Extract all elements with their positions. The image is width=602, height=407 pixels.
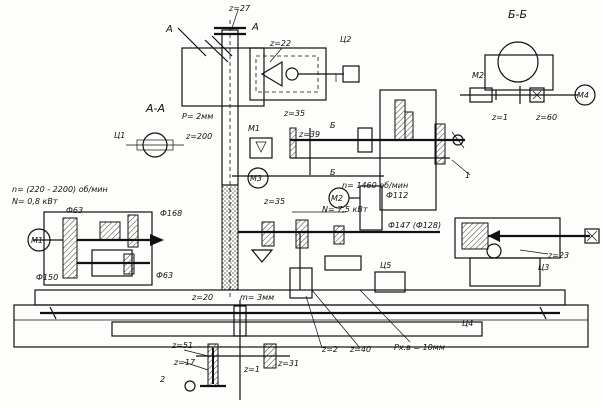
gear-z60-bb-label: z=60 <box>535 113 557 122</box>
right-power-label: N= 7,5 кВт <box>322 205 368 214</box>
motor-m1-label: М1 <box>31 236 43 245</box>
diameter-f150-label: Ф150 <box>36 273 58 282</box>
gear-z35-mid-label: z=35 <box>263 197 285 206</box>
cylinder-c2-label: Ц2 <box>340 35 351 44</box>
gear-z20-label: z=20 <box>191 293 213 302</box>
section-b-b-title: Б-Б <box>508 8 527 21</box>
section-a-a-title: А-А <box>145 102 165 115</box>
gear-z23-label: z=23 <box>547 251 569 260</box>
gear-z1-bb-label: z=1 <box>491 113 508 122</box>
spindle-head <box>232 89 465 211</box>
gear-z39-label: z=39 <box>298 130 320 139</box>
pitch-p-label: P= 2мм <box>182 112 213 121</box>
gear-z31-label: z=31 <box>277 359 299 368</box>
motor-m4: М4 <box>574 84 596 106</box>
left-headstock <box>33 211 164 286</box>
part-1-label: 1 <box>465 171 470 180</box>
motor-m2-label: М2 <box>331 194 343 203</box>
part-2-label: 2 <box>160 375 165 384</box>
cylinder-c4-label: Ц4 <box>462 319 473 328</box>
motor-m2-small-label: М2 <box>472 71 484 80</box>
right-tailstock <box>454 217 600 287</box>
gear-z1-bottom-label: z=1 <box>243 365 260 374</box>
pitch-pxb-label: Pх.в = 10мм <box>394 343 445 352</box>
c5-block <box>374 271 406 293</box>
left-power-label: N= 0,8 кВт <box>12 197 58 206</box>
central-column <box>177 20 265 300</box>
gear-z2-label: z=2 <box>321 345 338 354</box>
right-speed-label: n= 1460 об/мин <box>342 181 408 190</box>
section-b-mark-2: Б <box>330 168 336 177</box>
upper-gearbox <box>249 47 360 101</box>
gear-z22-label: z=22 <box>269 39 291 48</box>
section-a-top-right: A <box>251 22 259 33</box>
gear-z27-label: z=27 <box>228 4 251 13</box>
motor-m3-label: М3 <box>250 174 262 183</box>
module-m-label: m= 3мм <box>240 293 274 302</box>
section-b-b <box>460 41 578 104</box>
cylinder-c5-label: Ц5 <box>380 261 391 270</box>
cylinder-c3-label: Ц3 <box>538 263 549 272</box>
section-a-a <box>126 132 184 158</box>
gear-z35-top-label: z=35 <box>283 109 305 118</box>
diameter-f168-label: Ф168 <box>160 209 182 218</box>
leader-lines <box>183 9 549 371</box>
gear-z200-label: z=200 <box>185 132 212 141</box>
diameter-f147-label: Ф147 (Ф128) <box>388 221 441 230</box>
gear-z40-label: z=40 <box>349 345 371 354</box>
diameter-f63-top-label: Ф63 <box>66 206 83 215</box>
motor-m3: М3 <box>247 167 269 189</box>
motor-m4-label: М4 <box>577 91 589 100</box>
middle-transmission <box>238 211 440 299</box>
left-speed-label: n= (220 - 2200) об/мин <box>12 185 108 194</box>
cylinder-c1-label: Ц1 <box>114 131 125 140</box>
diameter-f63-bottom-label: Ф63 <box>156 271 173 280</box>
gear-z51-label: z=51 <box>171 341 193 350</box>
diameter-f112-label: Ф112 <box>386 191 408 200</box>
section-b-mark-1: Б <box>330 121 336 130</box>
motor-m1-small-label: М1 <box>248 124 260 133</box>
section-a-top-left: A <box>165 24 173 35</box>
motor-m1: М1 <box>27 228 51 252</box>
motor-m2: М2 <box>328 185 383 231</box>
feed-gearbox <box>184 300 290 400</box>
